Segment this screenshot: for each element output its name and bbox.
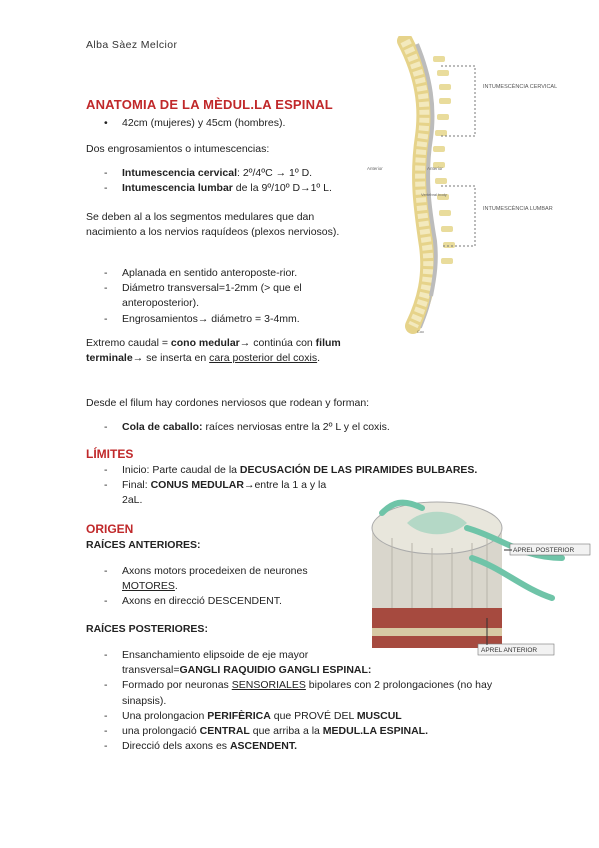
item-text: Direcció dels axons es <box>122 740 230 753</box>
limit-text: Final: <box>122 479 151 492</box>
label-lumbar: INTUMESCÈNCIA LUMBAR <box>483 205 553 212</box>
caudal-paragraph: Extremo caudal = cono medular→ continúa … <box>86 336 361 366</box>
anterior-roots-heading: RAÍCES ANTERIORES: <box>86 539 201 551</box>
limits-list: Inicio: Parte caudal de la DECUSACIÓN DE… <box>100 463 520 509</box>
length-text: 42cm (mujeres) y 45cm (hombres). <box>122 117 286 129</box>
engros-list: Intumescencia cervical: 2º/4ºC → 1º D. I… <box>100 166 360 197</box>
item-underline: MOTORES <box>122 580 175 593</box>
item-text: Una prolongacion <box>122 709 208 722</box>
list-item: Axons motors procedeixen de neurones MOT… <box>100 564 350 594</box>
limit-rest: →entre la 1 a y la 2aL. <box>122 479 327 507</box>
item-rest: . <box>174 580 178 593</box>
list-item: Formado por neuronas SENSORIALES bipolar… <box>100 678 520 708</box>
filum-paragraph: Desde el filum hay cordones nerviosos qu… <box>86 397 370 409</box>
item-bold: PERIFÈRICA <box>207 709 271 722</box>
item-bold: ASCENDENT. <box>229 740 298 753</box>
caudal-text: → se inserta en <box>132 352 210 365</box>
spinal-cord <box>415 43 438 329</box>
page-title: ANATOMIA DE LA MÈDUL.LA ESPINAL <box>86 97 333 112</box>
shape-list: Aplanada en sentido anteroposte-rior. Di… <box>100 266 350 327</box>
engros-label: Intumescencia cervical <box>122 167 237 179</box>
list-item: una prolongació CENTRAL que arriba a la … <box>100 724 520 739</box>
list-item: Final: CONUS MEDULAR→entre la 1 a y la 2… <box>100 478 342 508</box>
label-posterior: APREL POSTERIOR <box>513 547 574 554</box>
list-item: Cola de caballo: raíces nerviosas entre … <box>100 420 520 435</box>
cola-text: raíces nerviosas entre la 2º L y el coxi… <box>202 421 390 433</box>
item-text: Formado por neuronas <box>122 679 232 692</box>
posterior-roots-heading: RAÍCES POSTERIORES: <box>86 623 208 635</box>
item-text: Axons en direcció DESCENDENT. <box>122 595 282 608</box>
list-item: Intumescencia lumbar de la 9º/10º D→1º L… <box>100 181 360 196</box>
list-item: Aplanada en sentido anteroposte-rior. <box>100 266 350 281</box>
label-anterior-left: Anterior <box>367 166 383 171</box>
limit-bold: DECUSACIÓN DE LAS PIRAMIDES BULBARES. <box>239 464 478 476</box>
segment-paragraph: Se deben al a los segmentos medulares qu… <box>86 211 340 239</box>
caudal-text: . <box>317 352 321 365</box>
filum-terminale: filum terminale <box>86 337 341 365</box>
item-bold: GANGLI RAQUIDIO GANGLI ESPINAL: <box>179 664 372 677</box>
item-rest: que PROVÉ DEL <box>270 709 357 722</box>
posterior-roots-title: RAÍCES POSTERIORES <box>86 623 205 635</box>
engros-text: de la 9º/10º D→1º L. <box>232 182 332 195</box>
caudal-text: → continúa con <box>239 337 316 349</box>
coxis-underline: cara posterior del coxis <box>209 352 318 365</box>
list-item: Engrosamientos→ diámetro = 3-4mm. <box>100 312 350 327</box>
cola-label: Cola de caballo: <box>122 421 203 433</box>
length-list: 42cm (mujeres) y 45cm (hombres). <box>100 116 360 131</box>
item-bold: MEDUL.LA ESPINAL. <box>322 725 428 738</box>
cola-list: Cola de caballo: raíces nerviosas entre … <box>100 420 520 435</box>
label-anterior: APREL ANTERIOR <box>481 647 537 654</box>
list-item: Axons en direcció DESCENDENT. <box>100 594 350 609</box>
posterior-roots-list: Ensanchamiento elipsoide de eje mayor tr… <box>100 648 520 755</box>
anterior-roots-title: RAÍCES ANTERIORES <box>86 539 198 551</box>
list-item: 42cm (mujeres) y 45cm (hombres). <box>100 116 360 131</box>
limit-bold: CONUS MEDULAR <box>150 479 244 492</box>
limits-heading: LÍMITES <box>86 447 134 461</box>
cord-block <box>371 501 503 648</box>
vertebrae <box>397 36 437 334</box>
limit-text: Inicio: Parte caudal de la <box>122 464 240 476</box>
author-name: Alba Sàez Melcior <box>86 39 178 51</box>
spinous-processes <box>433 56 455 264</box>
item-bold: CENTRAL <box>199 725 250 738</box>
item-bold: MUSCUL <box>356 709 402 722</box>
item-text: una prolongació <box>122 725 200 738</box>
list-item: Direcció dels axons es ASCENDENT. <box>100 739 520 754</box>
item-rest: que arriba a la <box>249 725 323 738</box>
caudal-text: Extremo caudal = <box>86 337 171 349</box>
list-item: Diámetro transversal=1-2mm (> que el ant… <box>100 281 350 311</box>
engros-intro: Dos engrosamientos o intumescencias: <box>86 143 270 155</box>
engros-label: Intumescencia lumbar <box>122 182 233 195</box>
list-item: Ensanchamiento elipsoide de eje mayor tr… <box>100 648 372 678</box>
list-item: Intumescencia cervical: 2º/4ºC → 1º D. <box>100 166 360 181</box>
label-coccyx: Coc <box>417 329 424 334</box>
label-vertebral-body: Vertebral body <box>421 192 447 197</box>
spinal-cord-section-illustration: APREL POSTERIOR APREL ANTERIOR <box>371 499 591 656</box>
list-item: Una prolongacion PERIFÈRICA que PROVÉ DE… <box>100 709 520 724</box>
intumescence-brackets <box>441 65 476 247</box>
list-item: Inicio: Parte caudal de la DECUSACIÓN DE… <box>100 463 520 478</box>
anterior-roots-list: Axons motors procedeixen de neurones MOT… <box>100 564 350 610</box>
label-anterior-right: Anterior <box>427 166 443 171</box>
item-text: Axons motors procedeixen de neurones <box>122 565 308 577</box>
item-underline: SENSORIALES <box>231 679 306 692</box>
label-cervical: INTUMESCÈNCIA CERVICAL <box>483 83 557 90</box>
origin-heading: ORIGEN <box>86 522 134 536</box>
cono-medular: cono medular <box>170 337 240 349</box>
spinal-column-illustration: INTUMESCÈNCIA CERVICAL INTUMESCÈNCIA LUM… <box>367 36 557 334</box>
item-text: Ensanchamiento elipsoide de eje mayor tr… <box>122 649 309 677</box>
item-rest: bipolares con 2 prolongaciones (no hay s… <box>122 679 493 707</box>
engros-text: : 2º/4ºC → 1º D. <box>236 167 313 179</box>
